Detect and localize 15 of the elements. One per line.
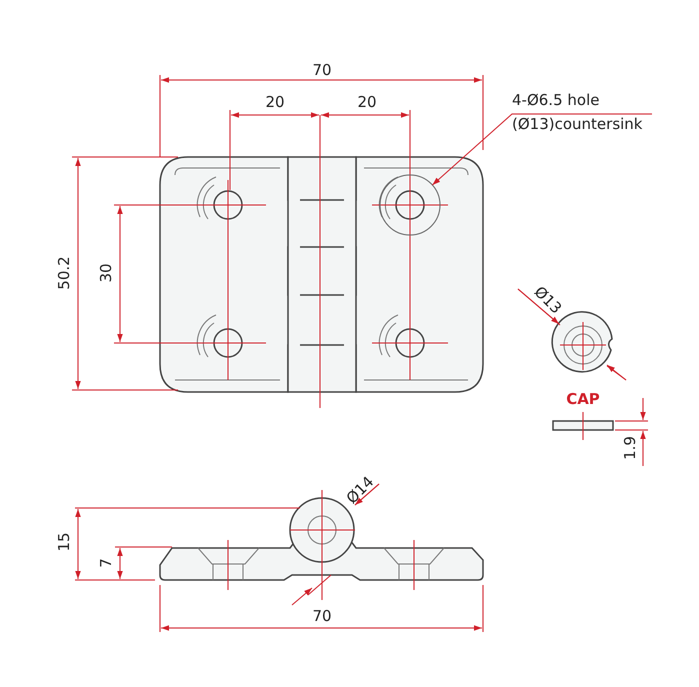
part-label: CAP — [566, 390, 600, 408]
dimension-text: 15 — [55, 532, 73, 552]
callout-text: 4-Ø6.5 hole — [512, 91, 600, 109]
dimension-text: 20 — [265, 93, 285, 111]
callout-text: (Ø13)countersink — [512, 115, 642, 133]
dimension-text: 1.9 — [621, 436, 639, 460]
dimension-text: Ø13 — [530, 282, 566, 318]
dimension-text: 30 — [97, 263, 115, 283]
dimension-text: 20 — [357, 93, 377, 111]
dimension-text: 70 — [312, 61, 332, 79]
dimension-text: 7 — [97, 558, 115, 568]
dimension-text: 50.2 — [55, 256, 73, 290]
dimension-text: 70 — [312, 607, 332, 625]
countersink-hole — [380, 174, 440, 236]
leader-line — [432, 114, 652, 186]
